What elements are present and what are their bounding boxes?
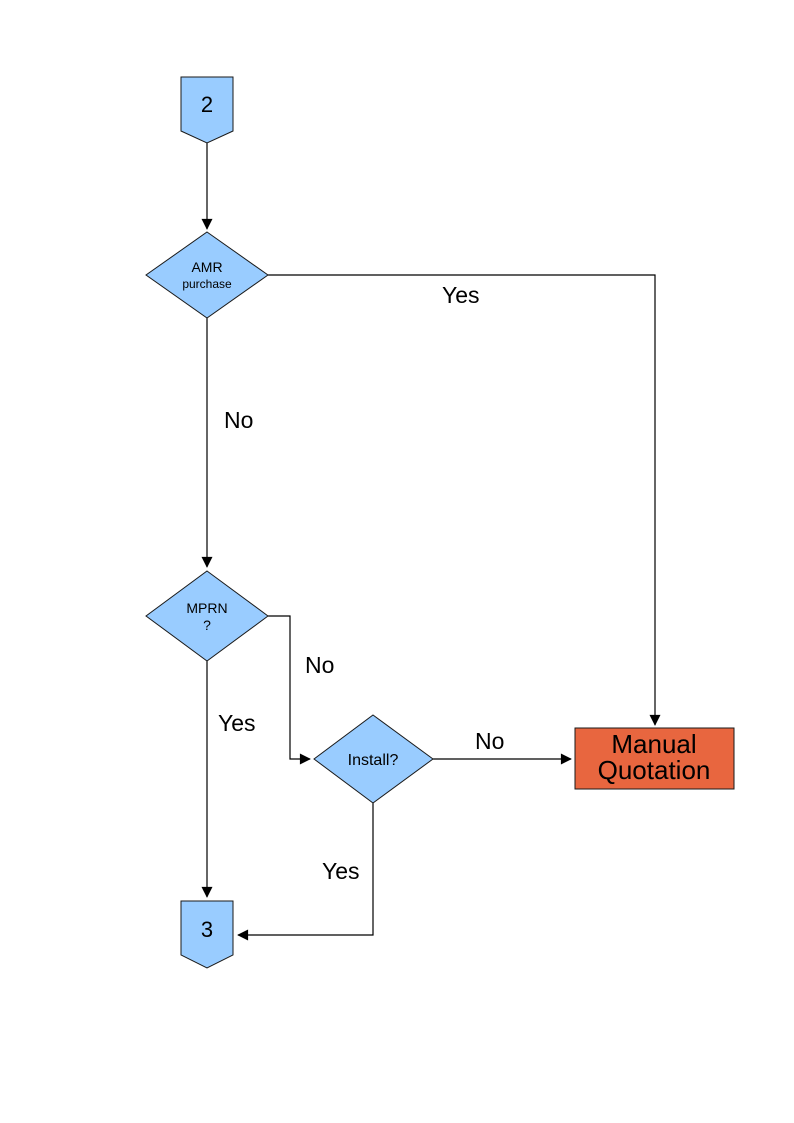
edge-install-no-label: No <box>475 728 504 754</box>
manual-quotation-label-line2: Quotation <box>598 755 711 785</box>
connector-3-label: 3 <box>201 917 213 942</box>
edge-amr-yes-label: Yes <box>442 282 480 308</box>
connector-2-shape <box>180 76 234 144</box>
edge-install-yes-line <box>237 803 374 941</box>
manual-quotation-label-line1: Manual <box>611 729 696 759</box>
connector-3-shape <box>180 900 234 969</box>
edge-mprn-yes-label: Yes <box>218 710 256 736</box>
manual-quotation-shape <box>574 727 735 790</box>
edge-install-no: No <box>433 728 572 765</box>
connector-2-label: 2 <box>201 92 213 117</box>
node-manual-quotation: Manual Quotation <box>574 727 735 790</box>
node-mprn: MPRN ? <box>145 570 269 662</box>
edge-install-yes-label: Yes <box>322 858 360 884</box>
mprn-label-line2: ? <box>203 617 211 633</box>
install-label: Install? <box>348 752 399 769</box>
amr-purchase-shape <box>145 231 269 319</box>
node-install: Install? <box>313 714 434 804</box>
amr-purchase-label-line2: purchase <box>182 277 232 291</box>
edge-amr-no: No <box>201 318 253 568</box>
edge-install-yes: Yes <box>237 803 374 941</box>
edge-amr-yes: Yes <box>268 274 661 726</box>
edge-amr-yes-line <box>268 274 661 726</box>
node-connector-2: 2 <box>180 76 234 144</box>
node-amr-purchase: AMR purchase <box>145 231 269 319</box>
edge-mprn-no: No <box>268 615 334 765</box>
edge-mprn-no-line <box>268 615 311 765</box>
amr-purchase-label-line1: AMR <box>191 259 222 275</box>
mprn-label-line1: MPRN <box>186 600 227 616</box>
edge-amr-no-label: No <box>224 407 253 433</box>
node-connector-3: 3 <box>180 900 234 969</box>
edge-mprn-no-label: No <box>305 652 334 678</box>
install-shape <box>313 714 434 804</box>
edge-mprn-yes: Yes <box>201 661 256 898</box>
mprn-shape <box>145 570 269 662</box>
